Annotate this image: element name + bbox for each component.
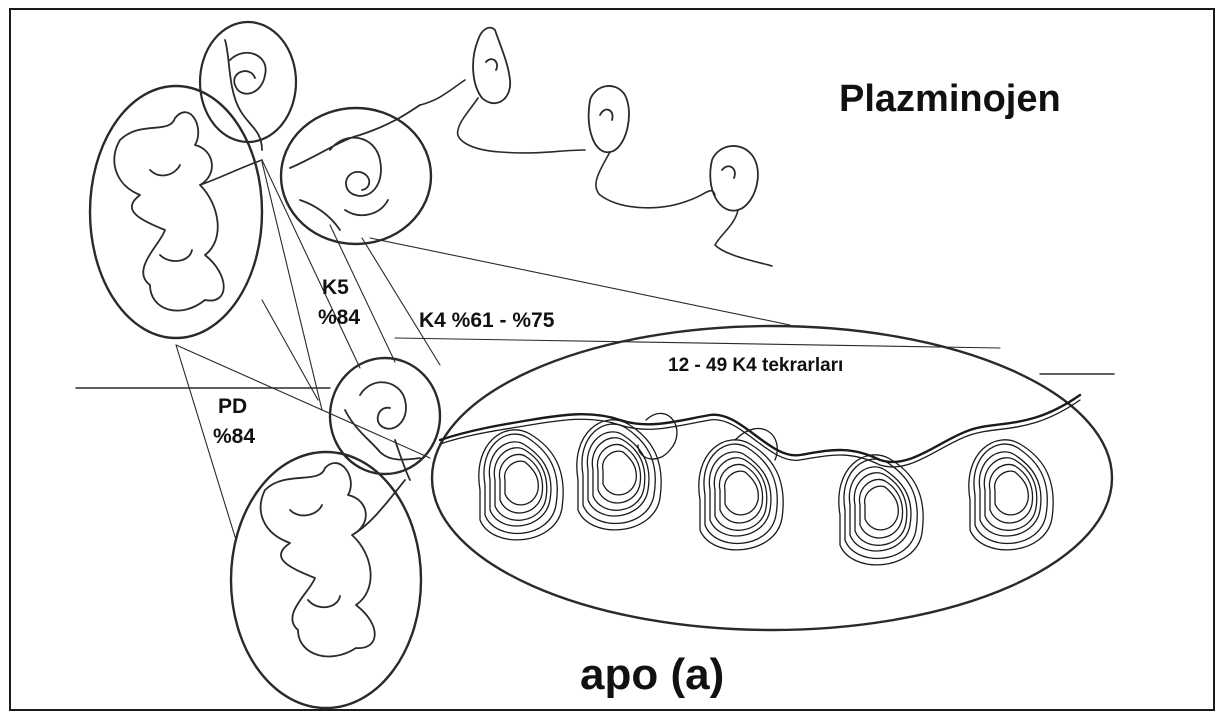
- plasminogen-title: Plazminojen: [839, 78, 1061, 121]
- pd-value-label: %84: [213, 422, 255, 452]
- k4-repeat-coils: [440, 395, 1080, 565]
- k4-coil-4: [839, 455, 923, 565]
- k5-name-label: K5: [322, 273, 349, 303]
- plasminogen-k4-oval: [281, 108, 431, 244]
- k4-identity-label: K4 %61 - %75: [419, 306, 554, 336]
- plasminogen-kringle-1: [473, 28, 510, 103]
- k5-value-label: %84: [318, 303, 360, 333]
- k4-coil-2: [577, 413, 677, 529]
- k4-repeats-label: 12 - 49 K4 tekrarları: [668, 355, 843, 377]
- apo-a-title: apo (a): [580, 650, 724, 700]
- plasminogen-pd-oval: [90, 86, 262, 338]
- plasminogen-kringle-3: [710, 146, 758, 211]
- plasminogen-chain: [420, 80, 772, 266]
- apo-pd-oval: [231, 452, 421, 708]
- plasminogen-pd-fold: [114, 112, 223, 310]
- pd-name-label: PD: [218, 392, 247, 422]
- plasminogen-k5-kringle: [200, 22, 296, 142]
- k4-coil-5: [969, 440, 1053, 550]
- plasminogen-kringle-2: [589, 86, 629, 152]
- k4-coil-1: [479, 430, 563, 540]
